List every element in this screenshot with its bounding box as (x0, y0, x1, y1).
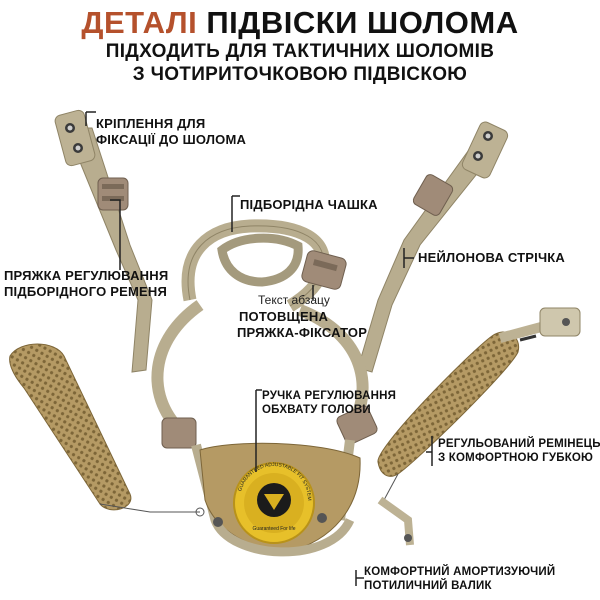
placeholder-text: Текст абзацу (258, 293, 330, 307)
label-comfort-strap: РЕГУЛЬОВАНИЙ РЕМІНЕЦЬ З КОМФОРТНОЮ ГУБКО… (438, 438, 600, 464)
right-lower-buckle (336, 405, 378, 445)
label-dial: РУЧКА РЕГУЛЮВАННЯ ОБХВАТУ ГОЛОВИ (262, 390, 397, 416)
right-upper-strap (357, 121, 509, 373)
left-upper-strap (54, 109, 153, 373)
page-title: ДЕТАЛІ ПІДВІСКИ ШОЛОМА (0, 6, 600, 40)
left-upper-buckle (97, 177, 129, 211)
label-chin-buckle: ПРЯЖКА РЕГУЛЮВАННЯ ПІДБОРІДНОГО РЕМЕНЯ (4, 268, 169, 299)
label-chin-cup: ПІДБОРІДНА ЧАШКА (240, 197, 378, 212)
right-comfort-pad (377, 307, 581, 546)
chin-buckle (301, 250, 347, 290)
title-accent: ДЕТАЛІ (81, 5, 198, 40)
title-rest: ПІДВІСКИ ШОЛОМА (206, 5, 519, 40)
dial-center-text: Guaranteed For life (252, 526, 295, 532)
label-nylon-strap: НЕЙЛОНОВА СТРІЧКА (418, 250, 566, 265)
right-upper-buckle (412, 174, 454, 216)
left-comfort-pad (9, 343, 205, 517)
leader-lines (85, 111, 433, 586)
adjustment-dial: Guaranteed For life GUARANTEED ADJUSTABL… (233, 462, 315, 544)
header: ДЕТАЛІ ПІДВІСКИ ШОЛОМА ПІДХОДИТЬ ДЛЯ ТАК… (0, 6, 600, 86)
label-nape-pad: КОМФОРТНИЙ АМОРТИЗУЮЧИЙ ПОТИЛИЧНИЙ ВАЛИК (364, 566, 556, 592)
label-mount: КРІПЛЕННЯ ДЛЯ ФІКСАЦІЇ ДО ШОЛОМА (96, 116, 247, 147)
left-lower-buckle (161, 417, 197, 449)
label-lock-buckle: ПОТОВЩЕНА ПРЯЖКА-ФІКСАТОР (237, 309, 368, 340)
subtitle-line-1: ПІДХОДИТЬ ДЛЯ ТАКТИЧНИХ ШОЛОМІВ (105, 41, 495, 62)
subtitle-line-2: З ЧОТИРИТОЧКОВОЮ ПІДВІСКОЮ (132, 64, 468, 85)
